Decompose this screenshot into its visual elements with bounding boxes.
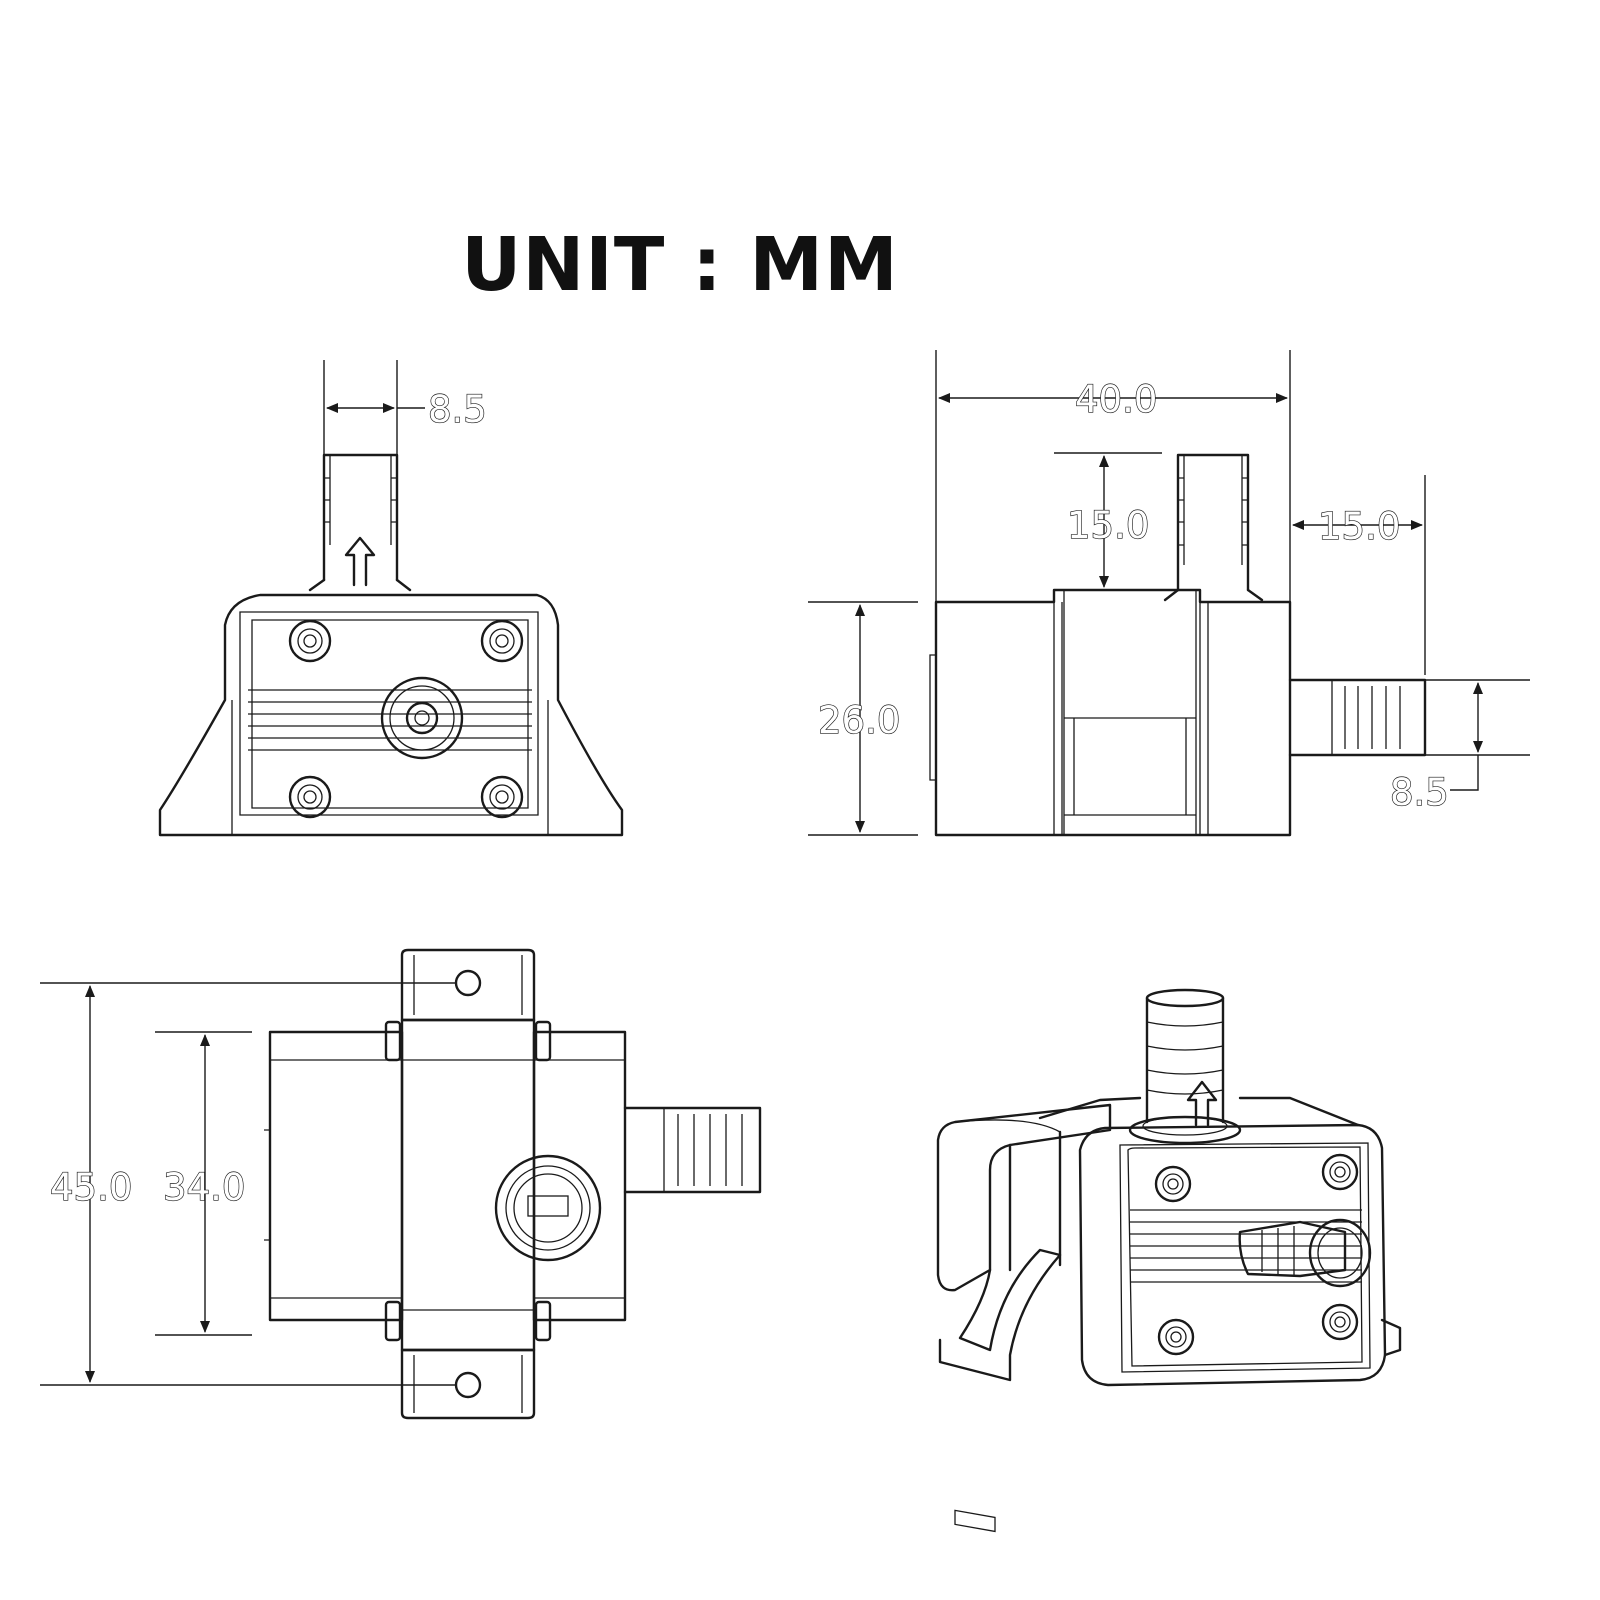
dim-side-inlet-label: 8.5 — [1390, 771, 1449, 814]
iso-front-housing — [1078, 1123, 1387, 1387]
dim-side-outlet-height-label: 15.0 — [1067, 504, 1149, 547]
top-dim-body: 34.0 — [155, 1031, 252, 1336]
side-body — [934, 588, 1292, 837]
front-housing — [158, 593, 624, 837]
side-dim-length: 40.0 — [935, 350, 1291, 602]
side-dim-outlet-height: 15.0 — [1054, 452, 1162, 588]
front-screw — [480, 775, 524, 819]
iso-inlet-barb — [1238, 1218, 1372, 1288]
top-mount-ear — [400, 1348, 536, 1420]
top-mount-ear — [400, 948, 536, 1022]
unit-title: UNIT : MM — [461, 222, 899, 308]
iso-screw — [1157, 1318, 1195, 1356]
dim-side-inlet-length-label: 15.0 — [1318, 505, 1400, 548]
iso-screw — [1321, 1153, 1359, 1191]
dim-side-height-label: 26.0 — [818, 699, 900, 742]
side-view: 40.0 15.0 15.0 26.0 8.5 — [808, 350, 1530, 837]
front-screw — [480, 619, 524, 663]
iso-cooling-fins — [1130, 1209, 1362, 1283]
front-flow-arrow — [344, 536, 376, 587]
dim-side-length-label: 40.0 — [1075, 378, 1157, 421]
top-outlet-barb — [623, 1106, 762, 1194]
front-outlet-barb — [308, 453, 412, 592]
front-screw — [288, 775, 332, 819]
iso-screw — [1321, 1303, 1359, 1341]
isometric-view — [936, 988, 1402, 1533]
top-dim-mount: 45.0 — [40, 982, 456, 1386]
side-dim-inlet-length: 15.0 — [1292, 475, 1426, 675]
iso-screw — [1154, 1165, 1192, 1203]
top-motor-body — [268, 1030, 404, 1322]
side-inlet-barb — [1288, 678, 1427, 757]
front-view: 8.5 — [158, 360, 624, 837]
iso-left-foot — [938, 1248, 1062, 1382]
front-screw — [288, 619, 332, 663]
front-dim-outlet: 8.5 — [323, 360, 487, 455]
top-center-plate — [400, 1018, 536, 1352]
iso-motor-block — [936, 1103, 1112, 1292]
iso-flow-arrow — [1186, 1080, 1218, 1127]
dim-top-mount-label: 45.0 — [50, 1166, 132, 1209]
iso-outlet-barb — [1128, 988, 1242, 1145]
side-dim-height: 26.0 — [808, 601, 918, 836]
side-dim-inlet: 8.5 — [1389, 679, 1530, 815]
top-view: 45.0 34.0 — [40, 948, 762, 1420]
front-inlet-port — [380, 676, 464, 760]
dim-top-body-label: 34.0 — [163, 1166, 245, 1209]
side-outlet-barb — [1163, 453, 1264, 602]
dim-front-outlet-label: 8.5 — [428, 388, 487, 431]
top-inlet-port — [494, 1154, 602, 1262]
